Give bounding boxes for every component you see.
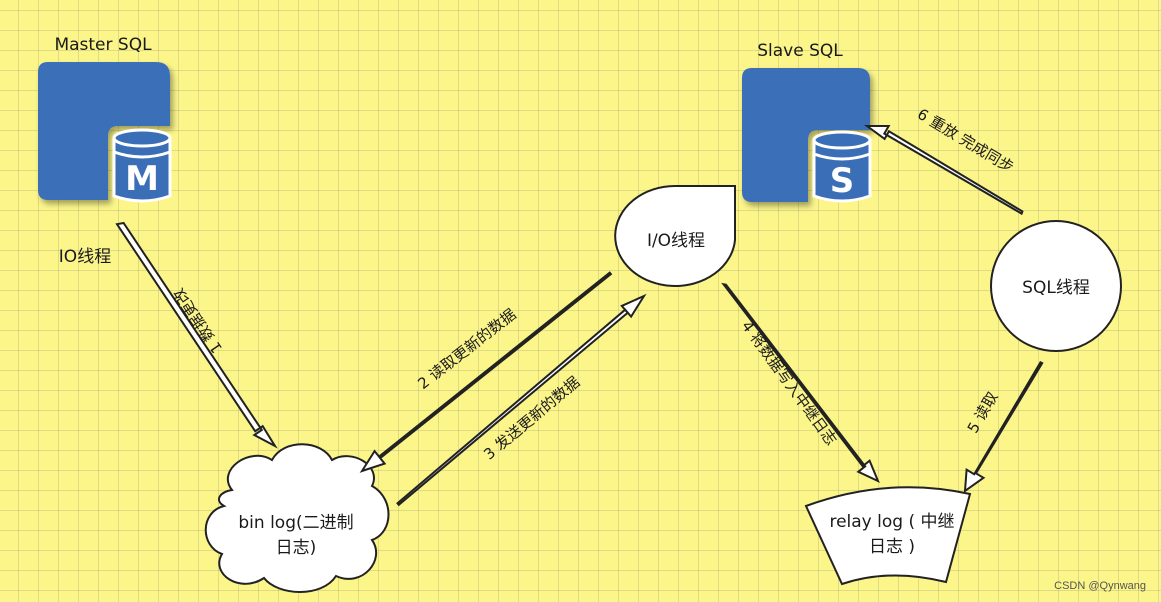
slave-sql-title: Slave SQL <box>757 41 843 61</box>
edge-label-5: 5 读取 <box>964 389 1002 436</box>
relaylog-text-line1: relay log ( 中继 <box>829 512 954 532</box>
arrow-4 <box>721 282 880 483</box>
arrow-3 <box>396 293 647 507</box>
arrow-6 <box>863 125 1024 216</box>
io-thread-label: IO线程 <box>59 247 111 267</box>
edge-label-6: 6 重放 完成同步 <box>914 105 1017 177</box>
binlog-text-line2: 日志) <box>276 538 317 558</box>
relaylog-node: relay log ( 中继 日志 ) <box>804 486 972 586</box>
io-thread-text: I/O线程 <box>647 231 705 251</box>
edge-label-4: 4 将数据写入中继日志 <box>738 317 840 448</box>
arrow-5 <box>963 360 1044 494</box>
edge-label-2: 2 读取更新的数据 <box>414 305 519 393</box>
master-sql-title: Master SQL <box>54 35 152 55</box>
watermark-text: CSDN @Qynwang <box>1054 580 1146 592</box>
slave-db-letter: S <box>830 161 855 201</box>
arrow-1 <box>115 221 278 449</box>
arrow-2 <box>359 271 613 473</box>
edge-label-3: 3 发送更新的数据 <box>480 373 583 463</box>
master-database-icon: M <box>38 62 172 203</box>
binlog-cloud-node: bin log(二进制 日志) <box>204 443 390 593</box>
io-thread-node: I/O线程 <box>614 185 736 287</box>
master-db-letter: M <box>125 159 159 199</box>
relaylog-text-line2: 日志 ) <box>869 537 915 557</box>
binlog-text-line1: bin log(二进制 <box>238 513 353 533</box>
slave-database-icon: S <box>742 68 872 203</box>
sql-thread-node: SQL线程 <box>990 220 1122 352</box>
sql-thread-text: SQL线程 <box>1022 278 1090 298</box>
